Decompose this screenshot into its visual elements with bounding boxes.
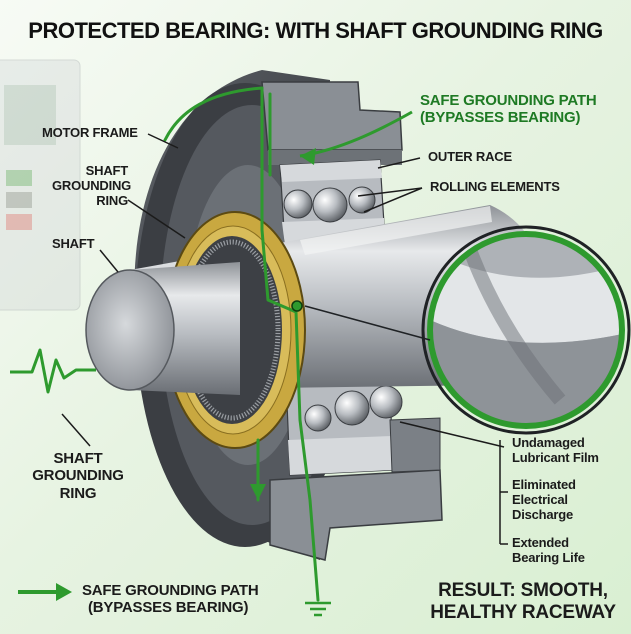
label-motor-frame: MOTOR FRAME (42, 125, 138, 140)
top-path-arrow (299, 110, 413, 165)
ground-symbol (305, 601, 331, 617)
diagram-title: PROTECTED BEARING: WITH SHAFT GROUNDING … (28, 18, 603, 43)
label-rolling-elements: ROLLING ELEMENTS (430, 179, 560, 194)
label-benefit-life: Extended Bearing Life (512, 535, 585, 565)
shaft-end (85, 262, 240, 395)
label-safe-path-top: SAFE GROUNDING PATH (BYPASSES BEARING) (420, 92, 597, 127)
voltage-zigzag-icon (10, 348, 96, 394)
label-benefit-discharge: Eliminated Electrical Discharge (512, 477, 576, 522)
rolling-elements-lower (304, 385, 403, 432)
rolling-elements-upper (283, 186, 376, 223)
motor-drive-panel (0, 59, 81, 311)
label-shaft: SHAFT (52, 236, 95, 251)
result-text: RESULT: SMOOTH, HEALTHY RACEWAY (430, 580, 616, 623)
legend-safe-path: SAFE GROUNDING PATH (BYPASSES BEARING) (82, 582, 259, 617)
label-benefit-lubricant: Undamaged Lubricant Film (512, 435, 599, 465)
down-arrow-head (250, 484, 266, 500)
label-shaft-grounding-ring-bottom: SHAFT GROUNDING RING (32, 450, 124, 502)
legend-arrow (18, 583, 72, 601)
leader-lines (61, 133, 508, 545)
contact-point (291, 300, 303, 312)
label-shaft-grounding-ring-top: SHAFT GROUNDING RING (52, 163, 132, 208)
label-outer-race: OUTER RACE (428, 149, 512, 164)
